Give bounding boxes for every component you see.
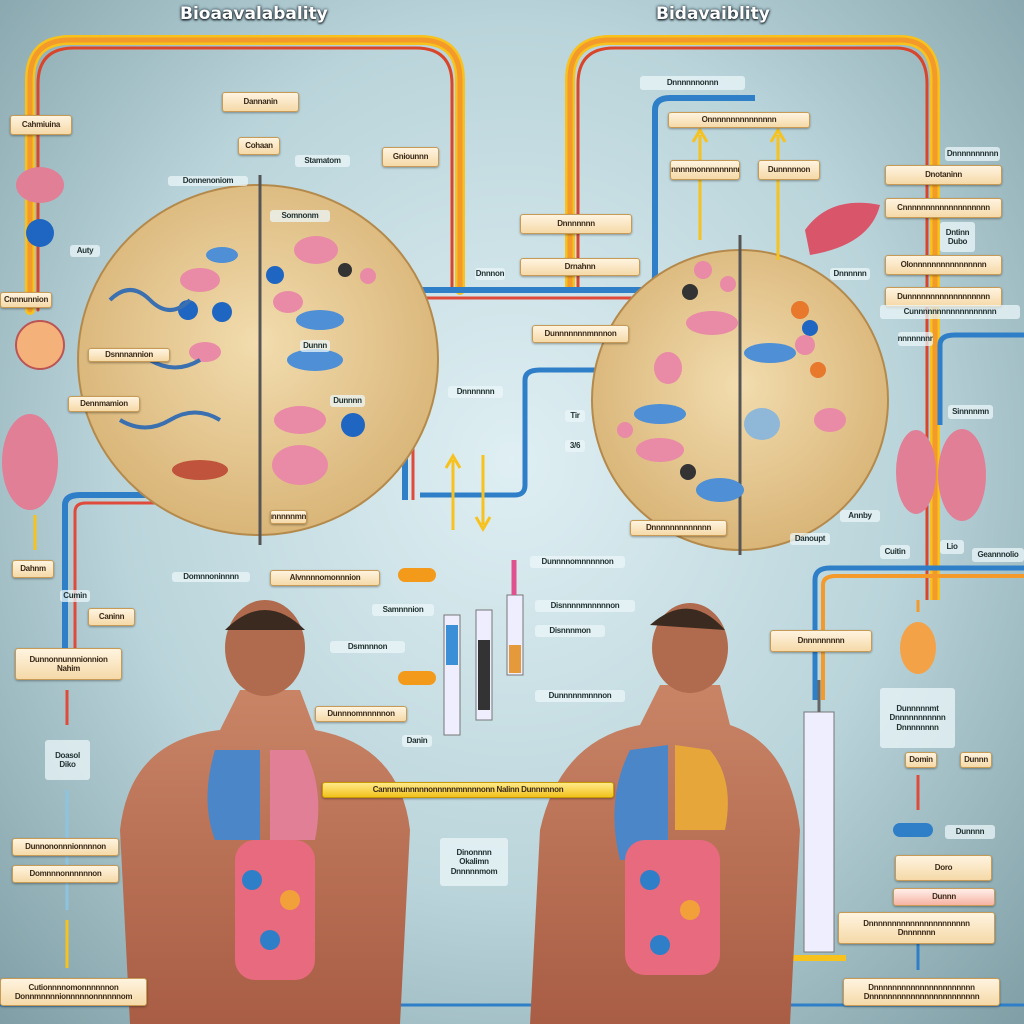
diagram-label: Alvnnnnomonnnion — [270, 570, 380, 586]
lung-right-icon — [938, 429, 986, 521]
diagram-label: Dunnnnnmnnn — [270, 510, 307, 524]
diagram-label: Samnnnion — [372, 604, 434, 616]
diagram-label: Annby — [840, 510, 880, 522]
diagram-label: Dntinn Dubo — [940, 222, 975, 252]
diagram-label: Dunnnn — [945, 825, 995, 839]
diagram-label: Cnnnunnion — [0, 292, 52, 308]
diagram-label: Onnnnnnnnnnnnnnn — [668, 112, 810, 128]
molecules-right — [617, 261, 846, 502]
diagram-label: Dunnnomnnnnnon — [315, 706, 407, 722]
diagram-label: Dnnnnnnnnnnnnnnnnnnnnnn Dnnnnnnnnnnnnnnn… — [843, 978, 1000, 1006]
diagram-label: Gniounnn — [382, 147, 439, 167]
diagram-label: Domin — [905, 752, 937, 768]
diagram-label: Dnnnon — [475, 268, 505, 280]
diagram-label: Dinonnnn Okalimn Dnnnnnmom — [440, 838, 508, 886]
capsule-icon — [900, 622, 936, 674]
diagram-label: Dunnononnnionnnnon — [12, 838, 119, 856]
lung-left-icon — [896, 430, 936, 514]
circulation-pipe-right — [565, 35, 940, 600]
diagram-label: Cnnnnnnmonnnnnnnnnmn — [670, 160, 740, 180]
diagram-label: 3/6 — [565, 440, 585, 452]
circulation-pipe-left — [25, 35, 465, 315]
diagram-label: Dunnnnnmt Dnnnnnnnnnnn Dnnnnnnnn — [880, 688, 955, 748]
diagram-label: Cutionnnnomonnnnnnon Donnmnnnnionnnnnonn… — [0, 978, 147, 1006]
diagram-label: Somnonm — [270, 210, 330, 222]
diagram-label: Tir — [565, 410, 585, 422]
diagram-label: Dunnnnnnnmnnnon — [532, 325, 629, 343]
diagram-label: Cannnnunnnnnonnnnnmnnnnonn Nalinn Dunnnn… — [322, 782, 614, 798]
diagram-label: Domnnnonnnnnnon — [12, 865, 119, 883]
diagram-label: Dsmnnnon — [330, 641, 405, 653]
diagram-label: Sinnnnmn — [948, 405, 993, 419]
liver-icon-right — [805, 202, 880, 255]
title-right: Bidavaiblity — [656, 4, 770, 24]
diagram-label: Disnnnmon — [535, 625, 605, 637]
diagram-label: Dnnnnnnonnn — [640, 76, 745, 90]
diagram-label: Dennmamion — [68, 396, 140, 412]
diagram-label: Dunnnnnmnnnon — [535, 690, 625, 702]
diagram-label: Caninn — [88, 608, 135, 626]
diagram-label: Dannanin — [222, 92, 299, 112]
diagram-label: Dunnn — [893, 888, 995, 906]
diagram-label: Olonnnnnnnnnnnnnnnn — [885, 255, 1002, 275]
diagram-label: Stamatom — [295, 155, 350, 167]
diagram-label: Doro — [895, 855, 992, 881]
diagram-label: Dunnnnnon — [758, 160, 820, 180]
diagram-label: Lio — [940, 540, 964, 554]
tablet-icon — [16, 167, 64, 203]
diagram-label: Dunnnnomnnnnnon — [530, 556, 625, 568]
title-left: Bioaavalabality — [180, 4, 328, 24]
diagram-label: Donnenoniom — [168, 176, 248, 186]
diagram-label: Dnnnnnnn — [520, 214, 632, 234]
diagram-label: Dnotaninn — [885, 165, 1002, 185]
flow-arrows — [33, 127, 920, 970]
diagram-label: Cnnnnnnnnnnnnnnnnnnn — [885, 198, 1002, 218]
diagram-label: Dnnnnnnnnnnnnnnnnnnnnnn Dnnnnnnn — [838, 912, 995, 944]
capsule-ball-icon — [26, 219, 54, 247]
liver-icon — [2, 414, 58, 510]
molecules-left — [98, 236, 376, 485]
diagram-label: Dunnnn — [330, 395, 365, 407]
diagram-label: Dnnnnnnnnnnnnn — [630, 520, 727, 536]
diagram-label: Cunnnnnnnnnnnnnnnnnn — [880, 305, 1020, 319]
diagram-label: Cumin — [60, 590, 90, 602]
diagram-label: Danoupt — [790, 533, 830, 545]
pill-icon — [398, 671, 436, 685]
pill-icon — [398, 568, 436, 582]
diagram-label: Dsnnnannion — [88, 348, 170, 362]
diagram-label: Drnahnn — [520, 258, 640, 276]
diagram-label: Domnnoninnnn — [172, 572, 250, 582]
diagram-label: Dnnnnnnnnn — [770, 630, 872, 652]
diagram-label: Dunnn — [960, 752, 992, 768]
diagram-label: Dnnnnnnn — [448, 386, 503, 398]
diagram-label: Cahmiuina — [10, 115, 72, 135]
diagram-label: Dunnnnnnnnnnnnnnnnnn — [885, 287, 1002, 307]
diagram-label: Disnnnnmnnnnnon — [535, 600, 635, 612]
diagram-label: Dnnnnnn — [830, 268, 870, 280]
diagram-label: Danin — [402, 735, 432, 747]
diagram-label: Dnnnnnnnnnn — [945, 147, 1000, 161]
pill-bowl-icon — [15, 320, 65, 370]
diagram-label: Doasol Diko — [45, 740, 90, 780]
diagram-label: Dunnonnunnnionnion Nahim — [15, 648, 122, 680]
diagram-label: Auty — [70, 245, 100, 257]
diagram-label: Dunnn — [300, 340, 330, 352]
blue-capsule-icon — [893, 823, 933, 837]
diagram-label: Cuitin — [880, 545, 910, 559]
diagram-label: Dnnnnnnnnnnnnnnnnnnnnnnn — [898, 332, 933, 346]
diagram-label: Dahnm — [12, 560, 54, 578]
diagram-label: Geannnolio — [972, 548, 1024, 562]
diagram-label: Cohaan — [238, 137, 280, 155]
human-figure-right — [530, 603, 800, 1024]
syringe-icons — [443, 560, 846, 961]
human-figure-left — [120, 600, 410, 1024]
